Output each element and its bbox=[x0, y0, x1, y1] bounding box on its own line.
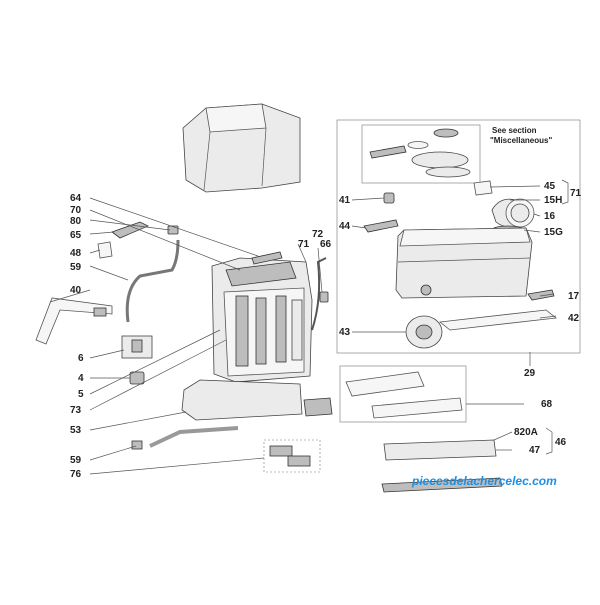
label-72: 72 bbox=[312, 229, 324, 240]
label-42: 42 bbox=[568, 313, 580, 324]
water-tank bbox=[395, 227, 533, 299]
label-76: 76 bbox=[70, 469, 82, 480]
label-45: 45 bbox=[544, 181, 556, 192]
leader-lines bbox=[49, 179, 569, 475]
label-53: 53 bbox=[70, 425, 82, 436]
rail-47 bbox=[383, 439, 497, 461]
label-15h: 15H bbox=[544, 195, 562, 206]
label-15g: 15G bbox=[544, 227, 563, 238]
top-cover bbox=[182, 103, 301, 193]
label-66: 66 bbox=[320, 239, 332, 250]
label-4: 4 bbox=[78, 373, 84, 384]
handle-rail-64 bbox=[251, 251, 283, 265]
label-48: 48 bbox=[70, 248, 82, 259]
base-53 bbox=[181, 379, 333, 421]
handle-40 bbox=[35, 297, 113, 345]
label-820a: 820A bbox=[514, 427, 538, 438]
hook-17 bbox=[527, 289, 555, 301]
clip-65 bbox=[111, 221, 149, 239]
label-71-center: 71 bbox=[298, 239, 310, 250]
filter-76 bbox=[263, 439, 321, 473]
label-41: 41 bbox=[339, 195, 351, 206]
miscellaneous-inset bbox=[361, 124, 481, 184]
hose-66 bbox=[311, 257, 327, 331]
see-section-note-line1: See section bbox=[492, 126, 537, 135]
label-46: 46 bbox=[555, 437, 567, 448]
rail-bottom bbox=[381, 477, 503, 493]
label-59-upper: 59 bbox=[70, 262, 82, 273]
label-73: 73 bbox=[70, 405, 82, 416]
main-body-frame bbox=[211, 257, 313, 383]
label-71-right: 71 bbox=[570, 188, 582, 199]
label-29: 29 bbox=[524, 368, 536, 379]
label-16: 16 bbox=[544, 211, 556, 222]
elbow-16 bbox=[491, 198, 535, 228]
label-44: 44 bbox=[339, 221, 351, 232]
label-70: 70 bbox=[70, 205, 82, 216]
tank-section-frame bbox=[336, 119, 581, 354]
connector-4 bbox=[129, 371, 145, 385]
label-65: 65 bbox=[70, 230, 82, 241]
label-40: 40 bbox=[70, 285, 82, 296]
label-68: 68 bbox=[541, 399, 553, 410]
inset-lever-parts bbox=[369, 128, 471, 178]
valve-6 bbox=[121, 335, 153, 359]
strip-68-frame bbox=[339, 365, 467, 423]
callout-labels: 64 70 80 65 48 59 40 6 4 5 73 53 59 76 7… bbox=[70, 181, 582, 480]
label-59-lower: 59 bbox=[70, 455, 82, 466]
see-section-note-line2: "Miscellaneous" bbox=[490, 136, 552, 145]
cap-41 bbox=[383, 192, 395, 204]
label-5: 5 bbox=[78, 389, 84, 400]
rail-42 bbox=[438, 309, 558, 331]
bracket-48 bbox=[97, 241, 113, 259]
hose-59-lower bbox=[131, 426, 239, 450]
label-6: 6 bbox=[78, 353, 84, 364]
label-43: 43 bbox=[339, 327, 351, 338]
watermark-text: piecesdelachercelec.com bbox=[411, 474, 557, 488]
lever-44 bbox=[363, 219, 399, 233]
hose-59-upper bbox=[125, 239, 180, 323]
label-64: 64 bbox=[70, 193, 82, 204]
clip-45 bbox=[473, 180, 493, 196]
label-80: 80 bbox=[70, 216, 82, 227]
label-47: 47 bbox=[529, 445, 541, 456]
label-17: 17 bbox=[568, 291, 580, 302]
plug-71 bbox=[319, 291, 329, 303]
wheel-43 bbox=[405, 315, 443, 349]
